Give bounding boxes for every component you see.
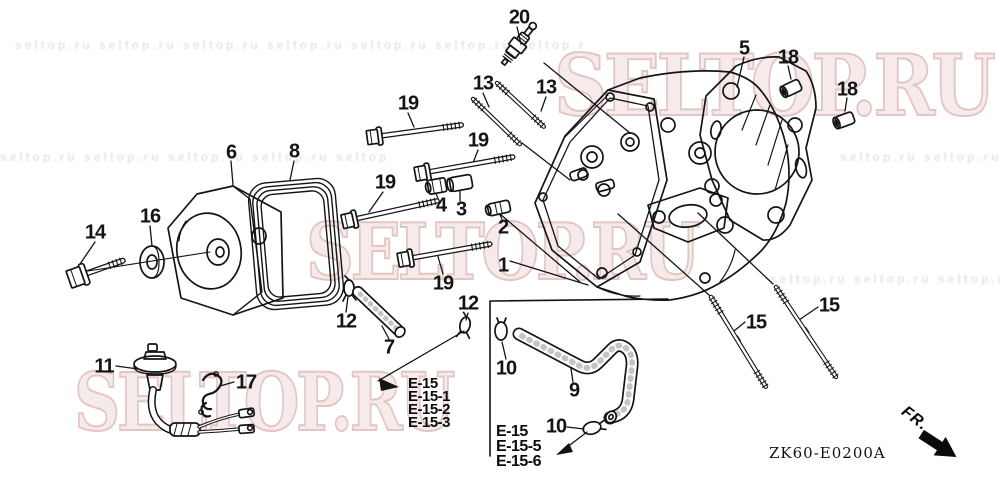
bolt-14	[65, 257, 126, 289]
callout-6: 6	[225, 141, 237, 164]
tiled-watermark-row: seltop.ru seltop.ru seltop.ru seltop.ru …	[770, 272, 1000, 286]
hose-clamp-10-bottom	[582, 419, 607, 436]
bolt-19-c	[340, 197, 440, 230]
stud-13-upper	[494, 80, 547, 129]
callout-1: 1	[497, 254, 509, 277]
sub-diagram-box	[489, 298, 669, 457]
callout-13b: 13	[535, 76, 557, 99]
ref-line: E-15-6	[496, 453, 542, 470]
wire-clip-17	[198, 371, 223, 418]
callout-20: 20	[508, 6, 530, 29]
hose-clamp-10-top	[494, 317, 508, 341]
tiled-watermark-row: seltop.ru seltop.ru seltop.ru seltop.ru …	[840, 150, 1000, 164]
head-gasket	[699, 56, 817, 241]
dowel-pin-18-a	[779, 78, 803, 99]
drawing-code: ZK60-E0200A	[769, 444, 886, 462]
ref-block-box: E-15 E-15-5 E-15-6	[496, 423, 542, 470]
callout-12b: 12	[457, 292, 479, 315]
stud-15-left	[708, 294, 769, 389]
leader-lines	[79, 26, 848, 430]
oil-switch-11	[133, 343, 256, 437]
stud-15-right	[773, 284, 839, 380]
bolt-19-b	[413, 153, 516, 182]
callout-4: 4	[435, 194, 447, 217]
watermark-bottom-left: SELTOP.RU	[73, 355, 456, 449]
callout-16: 16	[139, 205, 161, 228]
callout-11: 11	[94, 355, 114, 378]
callout-3: 3	[455, 198, 467, 221]
callout-19a: 19	[397, 92, 419, 115]
cylinder-head	[534, 70, 790, 302]
callout-10a: 10	[495, 357, 517, 380]
ref-line: E-15-5	[496, 438, 542, 455]
cover-gasket	[247, 177, 345, 311]
ref-line: E-15-2	[408, 401, 451, 418]
bolt-19-d	[396, 240, 493, 268]
callout-19d: 19	[432, 272, 454, 295]
ref-block-left: E-15 E-15-1 E-15-2 E-15-3	[408, 375, 451, 431]
callout-14: 14	[84, 221, 106, 244]
breather-tube-7	[352, 286, 406, 338]
callout-12a: 12	[335, 310, 357, 333]
dowel-pin-18-b	[832, 111, 856, 130]
callout-7: 7	[383, 336, 395, 359]
callout-19b: 19	[467, 129, 489, 152]
callout-19c: 19	[374, 171, 396, 194]
callout-15a: 15	[745, 311, 767, 334]
collar-3	[446, 173, 474, 193]
callout-10b: 10	[545, 415, 567, 438]
water-hose-9	[512, 327, 639, 425]
spark-plug	[500, 21, 538, 66]
assembly-axis-line	[87, 251, 211, 272]
callout-2: 2	[497, 216, 509, 239]
callout-9: 9	[568, 379, 580, 402]
ref-arrow-box	[556, 431, 588, 455]
ref-line: E-15	[408, 375, 438, 392]
stud-13-lower	[470, 96, 522, 147]
callout-13a: 13	[472, 72, 494, 95]
clip-12-right	[455, 311, 472, 340]
callout-5: 5	[738, 37, 750, 60]
head-cover	[167, 185, 284, 316]
ref-arrow-left	[377, 330, 465, 391]
callout-8: 8	[288, 140, 300, 163]
callout-18b: 18	[836, 78, 858, 101]
tiled-watermark-row: seltop.ru seltop.ru seltop.ru seltop.ru …	[15, 38, 585, 52]
flange-nut-4	[424, 177, 448, 195]
callout-18a: 18	[777, 46, 799, 69]
pin-2	[484, 199, 512, 217]
callout-15b: 15	[818, 294, 840, 317]
ref-line: E-15	[496, 423, 528, 440]
ref-line: E-15-1	[408, 388, 451, 405]
bolt-19-a	[365, 121, 465, 146]
fr-arrow	[918, 429, 957, 457]
tiled-watermark-row: seltop.ru seltop.ru seltop.ru seltop.ru …	[0, 150, 390, 164]
ref-line: E-15-3	[408, 414, 451, 431]
callout-17: 17	[235, 371, 257, 394]
